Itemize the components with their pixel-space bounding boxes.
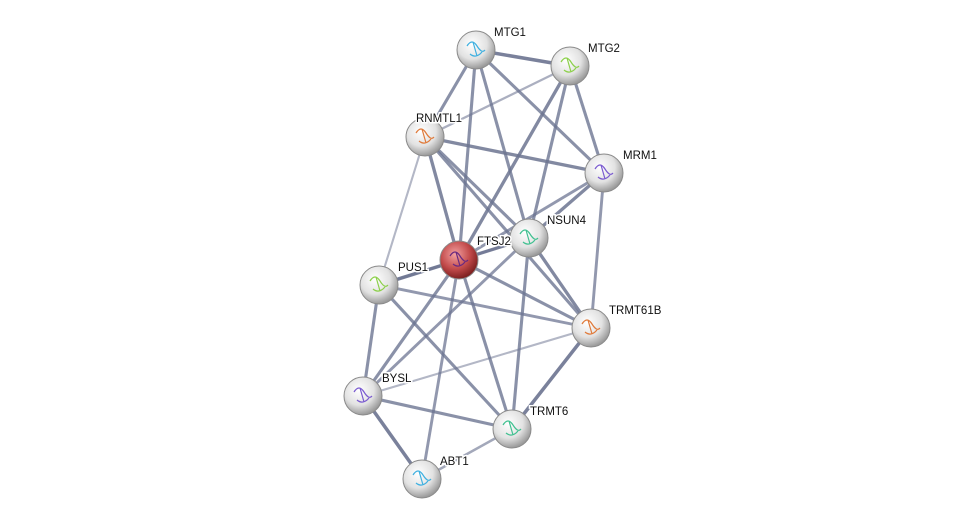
node-sphere[interactable] (439, 240, 479, 280)
edge-rnmtl1-trmt61b[interactable] (423, 135, 593, 330)
node-sphere[interactable] (550, 46, 590, 86)
node-sphere[interactable] (402, 459, 442, 499)
edge-bysl-trmt6[interactable] (362, 394, 513, 431)
edge-nsun4-bysl[interactable] (362, 236, 530, 398)
protein-structure-icon (412, 470, 432, 486)
edge-rnmtl1-nsun4[interactable] (423, 135, 531, 240)
node-sphere[interactable] (492, 409, 532, 449)
edge-ftsj2-trmt61b[interactable] (458, 258, 592, 330)
node-label: ABT1 (440, 456, 469, 468)
protein-structure-icon (560, 57, 580, 73)
edge-mrm1-trmt61b[interactable] (589, 172, 606, 329)
protein-structure-icon (594, 164, 614, 180)
protein-structure-icon (415, 128, 435, 144)
edge-mtg2-nsun4[interactable] (527, 65, 572, 239)
protein-structure-icon (502, 420, 522, 436)
edge-rnmtl1-mrm1[interactable] (424, 135, 605, 175)
node-label: MTG1 (494, 27, 526, 39)
node-mrm1[interactable]: MRM1 (584, 149, 658, 193)
edge-mrm1-ftsj2[interactable] (458, 171, 605, 262)
node-label: NSUN4 (547, 215, 587, 227)
node-label: RNMTL1 (416, 113, 462, 125)
edge-trmt61b-trmt6[interactable] (510, 326, 593, 431)
node-pus1[interactable]: PUS1 (359, 261, 430, 305)
edge-bysl-trmt61b[interactable] (362, 326, 592, 398)
node-label: MTG2 (588, 43, 620, 55)
node-bysl[interactable]: BYSL (343, 372, 414, 416)
edge-mtg2-rnmtl1[interactable] (424, 64, 571, 139)
node-trmt61b[interactable]: TRMT61B (571, 304, 663, 348)
node-sphere[interactable] (571, 308, 611, 348)
node-abt1[interactable]: ABT1 (402, 455, 470, 499)
protein-structure-icon (581, 319, 601, 335)
node-sphere[interactable] (509, 218, 549, 258)
edge-mtg1-ftsj2[interactable] (457, 49, 478, 261)
node-label: TRMT61B (609, 305, 662, 317)
node-trmt6[interactable]: TRMT6 (492, 405, 570, 449)
edge-ftsj2-bysl[interactable] (361, 259, 461, 397)
node-sphere[interactable] (405, 117, 445, 157)
edge-ftsj2-trmt6[interactable] (457, 259, 514, 430)
protein-structure-icon (353, 387, 373, 403)
edge-mtg1-mrm1[interactable] (474, 48, 606, 175)
node-ftsj2[interactable]: FTSJ2 (439, 235, 512, 280)
node-label: BYSL (382, 373, 412, 385)
node-rnmtl1[interactable]: RNMTL1 (405, 112, 464, 157)
node-sphere[interactable] (584, 153, 624, 193)
edge-rnmtl1-ftsj2[interactable] (423, 136, 461, 261)
edge-rnmtl1-pus1[interactable] (377, 136, 427, 286)
node-mtg1[interactable]: MTG1 (456, 26, 527, 70)
edge-pus1-trmt6[interactable] (377, 283, 514, 431)
node-sphere[interactable] (456, 30, 496, 70)
edge-pus1-trmt61b[interactable] (378, 283, 592, 330)
node-label: PUS1 (398, 262, 428, 274)
node-label: TRMT6 (530, 406, 568, 418)
node-nsun4[interactable]: NSUN4 (509, 214, 588, 258)
edge-ftsj2-abt1[interactable] (420, 259, 461, 480)
protein-structure-icon (466, 41, 486, 57)
edge-mtg2-ftsj2[interactable] (457, 65, 572, 261)
node-mtg2[interactable]: MTG2 (550, 42, 621, 86)
node-sphere[interactable] (359, 265, 399, 305)
protein-structure-icon (369, 276, 389, 292)
protein-structure-icon (449, 251, 469, 267)
protein-structure-icon (519, 229, 539, 245)
node-sphere[interactable] (343, 376, 383, 416)
edge-mtg1-nsun4[interactable] (474, 49, 531, 239)
edge-nsun4-trmt6[interactable] (510, 237, 531, 430)
node-label: FTSJ2 (477, 236, 511, 248)
node-label: MRM1 (623, 150, 657, 162)
